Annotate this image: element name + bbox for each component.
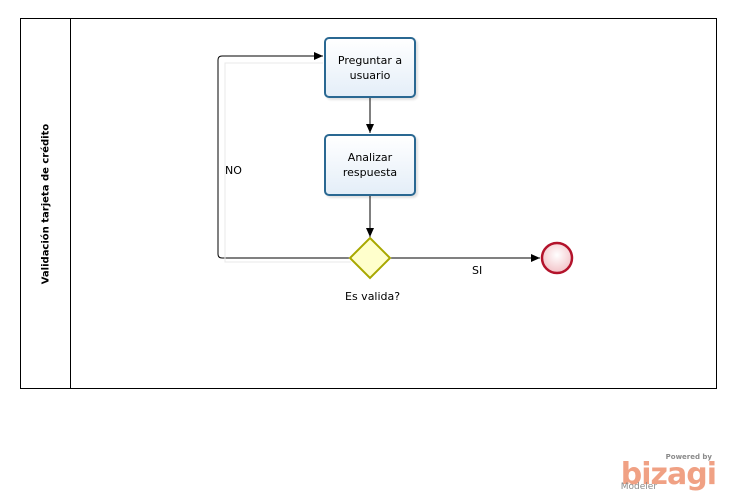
end-event: [540, 241, 574, 275]
task-preguntar-usuario: Preguntar a usuario: [324, 37, 416, 98]
flow-no-loop: [217, 52, 351, 259]
brand-product: Modeler: [620, 482, 658, 492]
flow-label-si: SI: [472, 264, 483, 277]
task-analizar-respuesta: Analizar respuesta: [324, 134, 416, 196]
lane-header: Validación tarjeta de crédito: [21, 19, 71, 388]
flow-no-loop-shadow: [224, 62, 351, 263]
task-analizar-line1: Analizar: [347, 151, 393, 164]
task-preguntar-line1: Preguntar a: [337, 53, 403, 67]
powered-by-text: Powered by: [665, 453, 712, 461]
gateway-label: Es valida?: [345, 290, 401, 303]
task-analizar-line2: respuesta: [342, 166, 398, 179]
flow-label-no: NO: [225, 164, 242, 177]
task-preguntar-line2: usuario: [349, 68, 391, 82]
brand-name: bizagi: [620, 457, 717, 492]
pool: Validación tarjeta de crédito: [20, 18, 717, 389]
exclusive-gateway: [348, 236, 392, 280]
bizagi-logo: Powered by bizagi Modeler: [620, 453, 717, 492]
